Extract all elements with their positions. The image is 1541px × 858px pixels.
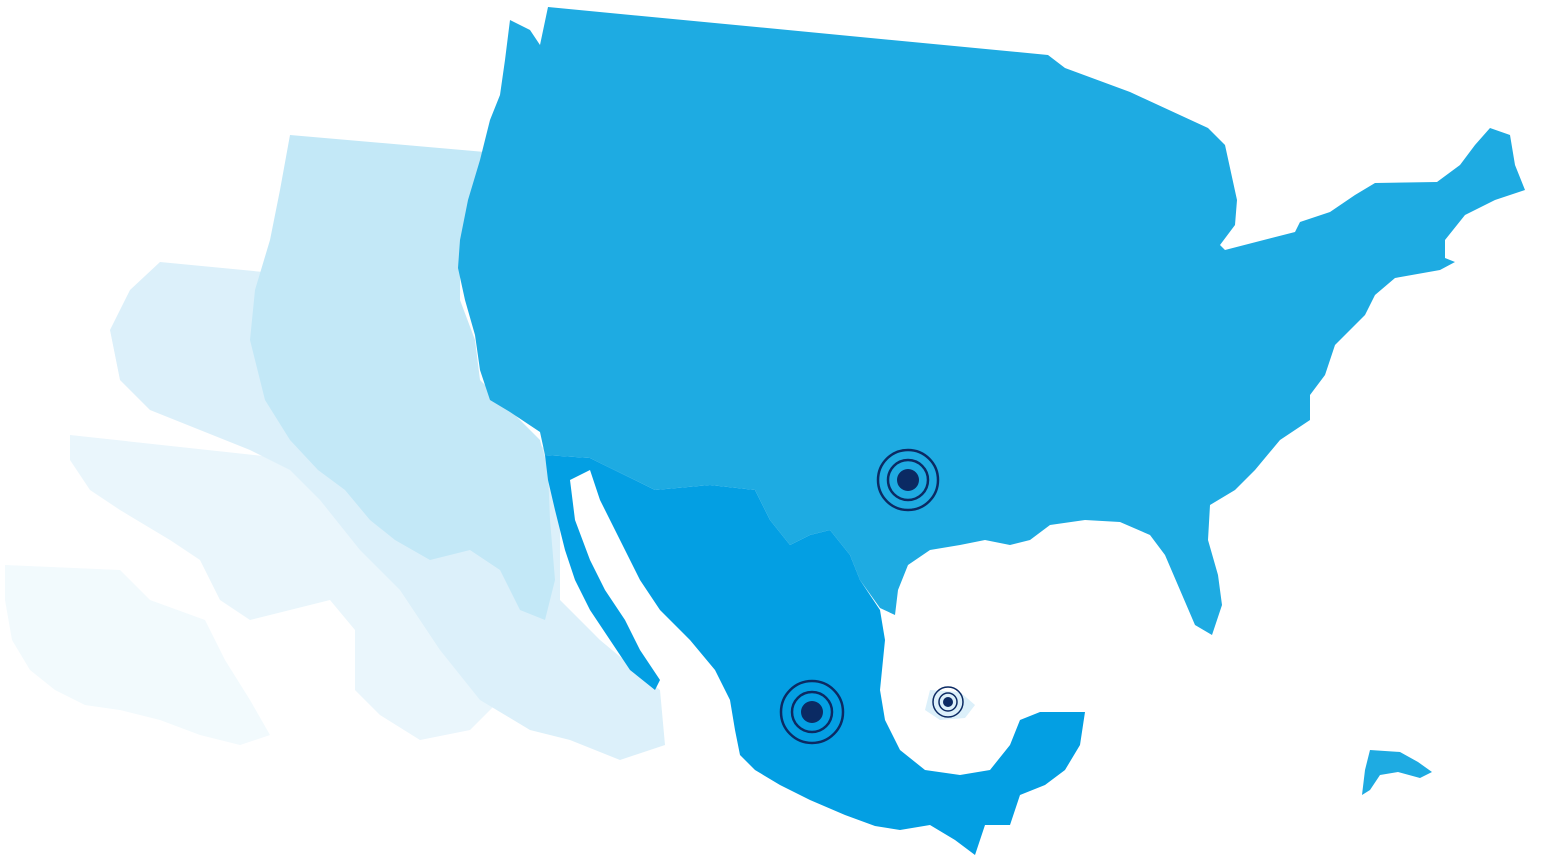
location-pin-icon[interactable] (801, 701, 823, 723)
marker-ring-1 (932, 686, 964, 718)
ghost-layer-4 (5, 565, 270, 745)
region-mexico[interactable] (545, 455, 1085, 855)
marker-gulf-location[interactable] (932, 686, 964, 718)
marker-ring-1 (876, 448, 940, 512)
region-caribbean-island[interactable] (1362, 750, 1432, 795)
marker-ring-2 (886, 458, 930, 502)
marker-texas-location[interactable] (876, 448, 940, 512)
marker-ring-1 (779, 679, 845, 745)
location-pin-icon[interactable] (943, 697, 953, 707)
region-united-states[interactable] (458, 7, 1525, 635)
location-pin-icon[interactable] (897, 469, 919, 491)
ghost-continent-layers (5, 135, 665, 760)
marker-ring-2 (938, 692, 958, 712)
ghost-layer-3 (70, 435, 500, 740)
ghost-layer-1 (250, 135, 555, 620)
marker-central-mexico-location[interactable] (779, 679, 845, 745)
marker-ring-2 (790, 690, 834, 734)
